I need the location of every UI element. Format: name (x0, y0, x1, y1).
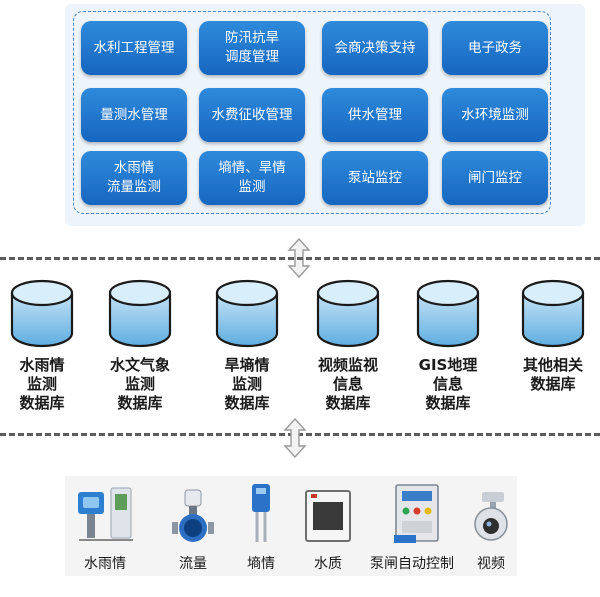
application-layer-border (73, 11, 551, 214)
db-label-video-surveillance: 视频监视 信息 数据库 (317, 356, 378, 412)
layer-divider-bottom (0, 433, 600, 436)
app-gate-control[interactable]: 闸门监控 (442, 151, 548, 205)
database-cylinder-icon (521, 279, 585, 348)
db-label-drought-soil: 旱墒情 监测 数据库 (224, 356, 270, 412)
app-e-government[interactable]: 电子政务 (442, 21, 548, 75)
app-soil-drought-monitoring[interactable]: 墒情、旱情 监测 (199, 151, 305, 205)
database-cylinder-icon (416, 279, 480, 348)
database-cylinder-icon (10, 279, 74, 348)
control-cabinet-icon (394, 484, 439, 543)
db-label-hydro-meteorology: 水文气象 监测 数据库 (109, 356, 170, 412)
device-label-flow: 流量 (179, 556, 207, 572)
app-pump-station-control[interactable]: 泵站监控 (322, 151, 428, 205)
app-water-environment-monitoring[interactable]: 水环境监测 (442, 88, 548, 142)
db-label-gis: GIS地理 信息 数据库 (418, 356, 478, 412)
water-quality-analyzer-icon (305, 490, 351, 542)
flow-meter-icon (172, 489, 214, 542)
app-consultation-decision-support[interactable]: 会商决策支持 (322, 21, 428, 75)
double-arrow-icon (283, 418, 307, 458)
database-cylinder-icon (108, 279, 172, 348)
app-flood-drought-dispatch[interactable]: 防汛抗旱 调度管理 (199, 21, 305, 75)
device-label-pump-gate-control: 泵闸自动控制 (370, 556, 454, 572)
db-label-rain-monitoring: 水雨情 监测 数据库 (19, 356, 65, 412)
layer-divider-top (0, 257, 600, 260)
dome-camera-icon (474, 492, 508, 541)
app-water-supply-management[interactable]: 供水管理 (322, 88, 428, 142)
device-label-water-quality: 水质 (314, 556, 342, 572)
device-label-rain: 水雨情 (84, 556, 126, 572)
app-water-fee-collection[interactable]: 水费征收管理 (199, 88, 305, 142)
rain-gauge-station-icon (78, 487, 133, 541)
database-cylinder-icon (316, 279, 380, 348)
app-rain-flow-monitoring[interactable]: 水雨情 流量监测 (81, 151, 187, 205)
soil-moisture-sensor-icon (252, 484, 270, 542)
device-label-video: 视频 (477, 556, 505, 572)
app-hydraulic-engineering-management[interactable]: 水利工程管理 (81, 21, 187, 75)
db-label-other: 其他相关 数据库 (522, 356, 583, 393)
device-layer-panel (65, 476, 517, 576)
device-label-soil-moisture: 墒情 (247, 556, 275, 572)
app-water-metering-management[interactable]: 量测水管理 (81, 88, 187, 142)
database-cylinder-icon (215, 279, 279, 348)
